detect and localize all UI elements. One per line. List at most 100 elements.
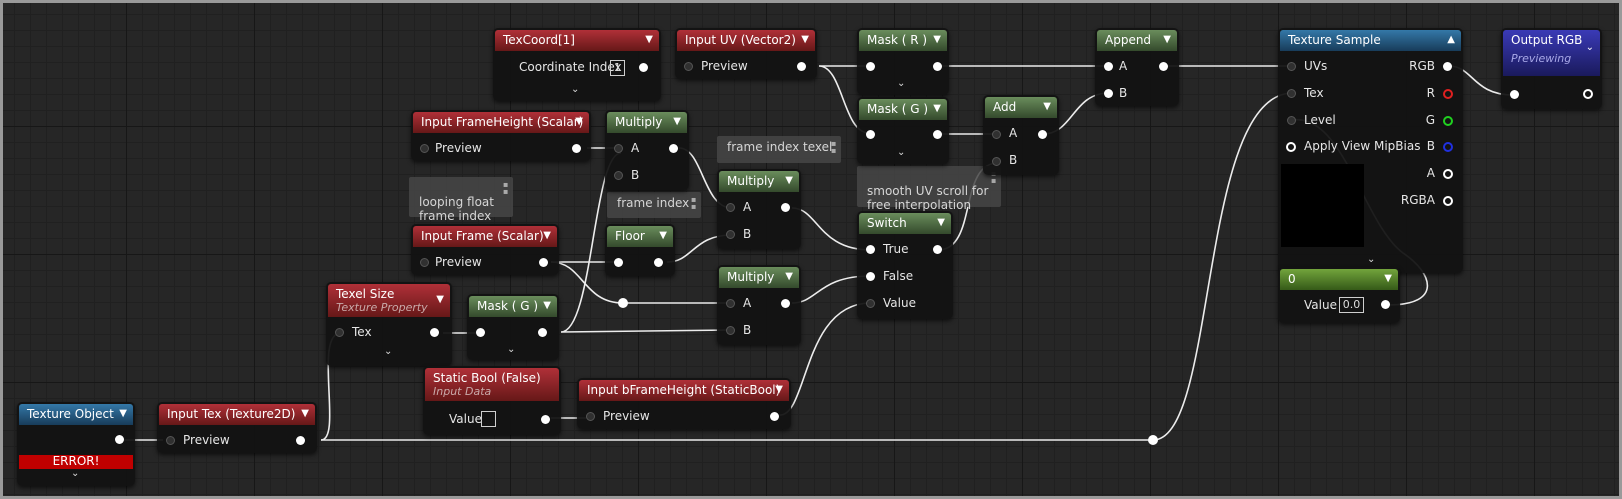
output-pin[interactable] (541, 415, 550, 424)
output-pin-b[interactable] (1443, 142, 1453, 152)
chevron-down-icon[interactable]: ▼ (645, 34, 653, 45)
chevron-down-icon[interactable]: ▼ (801, 34, 809, 45)
node-static-bool[interactable]: Static Bool (False) Input Data Value (423, 366, 561, 435)
chevron-down-icon[interactable]: ▼ (1043, 101, 1051, 112)
input-pin[interactable] (992, 130, 1001, 139)
output-pin[interactable] (639, 63, 648, 72)
node-multiply-1[interactable]: Multiply▼ A B (605, 110, 689, 190)
output-pin[interactable] (115, 435, 124, 444)
input-pin[interactable] (420, 258, 429, 267)
chevron-down-icon[interactable]: ⌄ (897, 147, 906, 158)
coordinate-index-field[interactable]: 1 (610, 60, 625, 76)
node-add[interactable]: Add▼ A B (983, 95, 1059, 175)
input-pin[interactable] (476, 328, 485, 337)
output-pin[interactable] (1038, 130, 1047, 139)
comment-frame-index[interactable]: frame index ▪▪ (607, 192, 701, 218)
chevron-down-icon[interactable]: ⌄ (1585, 42, 1594, 53)
output-pin[interactable] (797, 62, 806, 71)
input-pin[interactable] (866, 130, 875, 139)
output-pin[interactable] (539, 258, 548, 267)
input-pin[interactable] (1104, 62, 1113, 71)
chevron-down-icon[interactable]: ▼ (673, 116, 681, 127)
comment-smooth-uv[interactable]: smooth UV scroll for free interpolation … (857, 166, 1001, 212)
static-bool-checkbox[interactable] (481, 411, 496, 427)
chevron-down-icon[interactable]: ▼ (659, 230, 667, 241)
node-multiply-2[interactable]: Multiply▼ A B (717, 169, 801, 249)
chevron-down-icon[interactable]: ▼ (785, 175, 793, 186)
output-pin[interactable] (933, 62, 942, 71)
chevron-down-icon[interactable]: ▼ (1384, 273, 1392, 284)
input-pin[interactable] (1510, 90, 1519, 99)
chevron-down-icon[interactable]: ▼ (933, 103, 941, 114)
output-pin[interactable] (669, 144, 678, 153)
node-texcoord[interactable]: TexCoord[1]▼ Coordinate Index 1 ⌄ (493, 28, 661, 101)
output-pin[interactable] (1583, 89, 1593, 99)
chevron-down-icon[interactable]: ▼ (436, 294, 444, 305)
output-pin[interactable] (1159, 62, 1168, 71)
output-pin[interactable] (781, 203, 790, 212)
node-texel-size[interactable]: Texel Size ▼ Texture Property Tex ⌄ (326, 282, 452, 366)
input-pin[interactable] (866, 299, 875, 308)
input-pin[interactable] (1287, 116, 1296, 125)
chevron-down-icon[interactable]: ▼ (119, 408, 127, 419)
chevron-down-icon[interactable]: ⌄ (71, 468, 80, 479)
output-pin[interactable] (933, 245, 942, 254)
chevron-down-icon[interactable]: ⌄ (897, 78, 906, 89)
constant-value-field[interactable]: 0.0 (1339, 297, 1364, 313)
input-pin[interactable] (1287, 89, 1296, 98)
output-pin-a[interactable] (1443, 169, 1453, 179)
node-input-bframeheight[interactable]: Input bFrameHeight (StaticBool)▼ Preview (577, 378, 791, 429)
input-pin[interactable] (726, 299, 735, 308)
node-texture-sample[interactable]: Texture Sample▲ UVs Tex Level Apply View… (1278, 28, 1463, 273)
node-texture-object[interactable]: Texture Object▼ ERROR! ⌄ (17, 402, 135, 486)
output-pin[interactable] (430, 328, 439, 337)
node-floor[interactable]: Floor▼ (605, 224, 675, 276)
chevron-down-icon[interactable]: ▼ (775, 384, 783, 395)
chevron-down-icon[interactable]: ⌄ (571, 84, 580, 95)
chevron-up-icon[interactable]: ▲ (1447, 34, 1455, 45)
output-pin[interactable] (654, 258, 663, 267)
chevron-down-icon[interactable]: ⌄ (1367, 254, 1376, 265)
output-pin[interactable] (296, 436, 305, 445)
node-input-frameheight[interactable]: Input FrameHeight (Scalar)▼ Preview (411, 110, 591, 161)
input-pin[interactable] (614, 171, 623, 180)
node-mask-g-bottom[interactable]: Mask ( G )▼ ⌄ (467, 294, 559, 360)
chevron-down-icon[interactable]: ▼ (933, 34, 941, 45)
chevron-down-icon[interactable]: ⌄ (507, 344, 516, 355)
input-pin[interactable] (1287, 62, 1296, 71)
input-pin[interactable] (866, 62, 875, 71)
input-pin[interactable] (1286, 142, 1296, 152)
node-switch[interactable]: Switch▼ True False Value (857, 211, 953, 319)
chevron-down-icon[interactable]: ▼ (1163, 34, 1171, 45)
node-multiply-3[interactable]: Multiply▼ A B (717, 265, 801, 345)
chevron-down-icon[interactable]: ▼ (785, 271, 793, 282)
input-pin[interactable] (166, 436, 175, 445)
output-pin-rgb[interactable] (1443, 62, 1452, 71)
output-pin[interactable] (572, 144, 581, 153)
chevron-down-icon[interactable]: ⌄ (384, 346, 393, 357)
output-pin[interactable] (538, 328, 547, 337)
output-pin-g[interactable] (1443, 116, 1453, 126)
node-constant[interactable]: 0▼ Value 0.0 (1278, 267, 1400, 323)
node-input-tex[interactable]: Input Tex (Texture2D)▼ Preview (157, 402, 317, 453)
input-pin[interactable] (420, 144, 429, 153)
node-mask-g-top[interactable]: Mask ( G )▼ ⌄ (857, 97, 949, 164)
node-append[interactable]: Append▼ A B (1095, 28, 1179, 106)
comment-looping-float[interactable]: looping float frame index ▪▪ (409, 177, 513, 223)
input-pin[interactable] (614, 144, 623, 153)
node-input-uv[interactable]: Input UV (Vector2)▼ Preview (675, 28, 817, 79)
input-pin[interactable] (614, 258, 623, 267)
output-pin-r[interactable] (1443, 89, 1453, 99)
chevron-down-icon[interactable]: ▼ (543, 230, 551, 241)
input-pin[interactable] (726, 203, 735, 212)
output-pin[interactable] (770, 412, 779, 421)
chevron-down-icon[interactable]: ▼ (575, 116, 583, 127)
output-pin[interactable] (781, 299, 790, 308)
node-mask-r[interactable]: Mask ( R )▼ ⌄ (857, 28, 949, 95)
input-pin[interactable] (726, 326, 735, 335)
node-input-frame[interactable]: Input Frame (Scalar)▼ Preview (411, 224, 559, 275)
output-pin[interactable] (933, 130, 942, 139)
input-pin[interactable] (726, 230, 735, 239)
chevron-down-icon[interactable]: ▼ (301, 408, 309, 419)
